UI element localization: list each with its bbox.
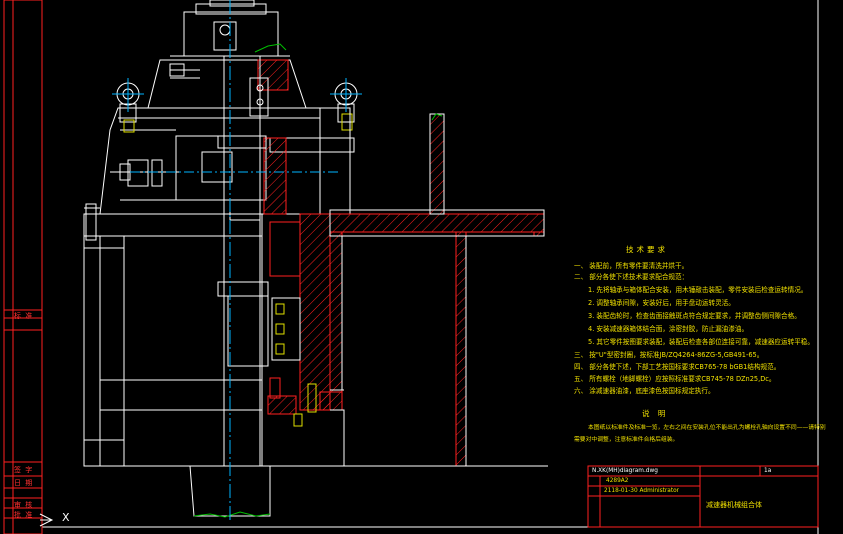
explain-line: 本图纸以标准件及标准一览，左右之间在安装孔位不能出孔为螺栓孔轴向设置不同——请特…	[588, 425, 826, 431]
centerlines	[112, 0, 362, 520]
right-base-frame	[262, 113, 548, 467]
left-strip-label: 标 准	[14, 312, 34, 320]
title-block-filename: N.XK(MH)diagram.dwg	[592, 468, 658, 474]
explain-heading: 说 明	[642, 409, 669, 418]
explain-line: 需要对中调整，注意标准件合格后组装。	[574, 437, 679, 443]
tech-line: 4. 安装减速器箱体结合面，涂密封胶，防止漏油渗油。	[588, 325, 749, 333]
technical-requirements: 技术要求 一、 装配前，所有零件要清洗并烘干。 二、 部分各使下述技术要求配合规…	[574, 244, 826, 444]
tech-std-line: 五、 所有螺栓（地脚螺栓）应按照标准要求CB745-78 DZn25,Dc。	[574, 375, 776, 383]
ucs-icon	[39, 513, 54, 527]
left-strip-label: 审 核	[14, 501, 34, 509]
motor-top	[147, 0, 307, 109]
ucs-axis-x-label: X	[62, 511, 70, 524]
tech-heading: 技术要求	[626, 245, 668, 254]
left-strip-label: 日 期	[14, 479, 34, 487]
tech-std-line: 三、 按"U"型密封圈，按标准JB/ZQ4264-86ZG-5,GB491-65…	[574, 351, 764, 359]
left-strip-label: 签 字	[14, 466, 34, 474]
left-strip-label: 批 准	[14, 511, 34, 519]
title-block-drawing-title: 减速器机械组合体	[706, 501, 762, 509]
green-details	[193, 43, 443, 518]
reducer-lower-housing	[83, 213, 263, 467]
drawing-frame	[3, 0, 819, 534]
title-block-sheet-no: 1a	[764, 468, 772, 474]
tech-line: 3. 装配齿轮时，检查齿面接触斑点符合规定要求，并调整齿侧间隙合格。	[588, 312, 801, 320]
section-hatch	[257, 59, 545, 467]
bearings	[249, 77, 301, 361]
tech-std-line: 六、 涂减速器油漆，底座漆色按国标规定执行。	[574, 387, 715, 395]
tech-line: 2. 调整轴承间隙，安装好后，用手盘动运转灵活。	[588, 299, 735, 307]
gearbox-upper-body	[83, 107, 321, 241]
tech-std-line: 四、 部分各使下述，下部工艺按国标要求CB765-78 bGB1结构规范。	[574, 363, 781, 371]
title-block-sheet-code: 4289A2	[606, 478, 629, 484]
central-shaft	[189, 55, 271, 517]
tech-line: 5. 其它零件按图要求装配，装配后检查各部位连接可靠，减速器应运转平稳。	[588, 338, 814, 346]
tech-line: 一、 装配前，所有零件要清洗并烘干。	[574, 262, 689, 270]
tech-line: 1. 先将轴承与箱体配合安装，用木锤敲击装配，零件安装后检查运转情况。	[588, 286, 808, 294]
title-block	[587, 465, 819, 528]
left-title-strip	[4, 309, 42, 519]
tech-line: 二、 部分各使下述技术要求配合规范：	[574, 273, 689, 281]
title-block-date-user: 2118-01-30 Administrator	[604, 488, 680, 494]
